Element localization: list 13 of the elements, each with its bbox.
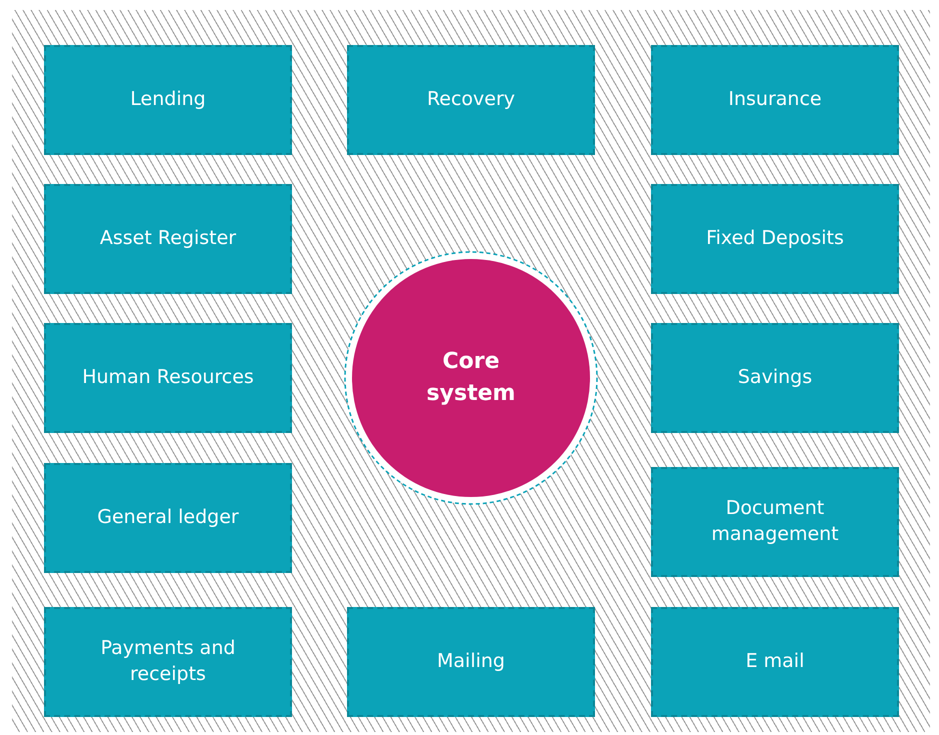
module-box: Payments and receipts <box>44 607 292 717</box>
hub-label: Core system <box>426 348 516 408</box>
module-box: Recovery <box>347 45 595 155</box>
module-box: Asset Register <box>44 184 292 294</box>
module-box: E mail <box>651 607 899 717</box>
module-box: Savings <box>651 323 899 433</box>
module-box: General ledger <box>44 463 292 573</box>
module-box: Document management <box>651 467 899 577</box>
module-box: Fixed Deposits <box>651 184 899 294</box>
module-box: Mailing <box>347 607 595 717</box>
module-box: Lending <box>44 45 292 155</box>
module-box: Insurance <box>651 45 899 155</box>
module-box: Human Resources <box>44 323 292 433</box>
